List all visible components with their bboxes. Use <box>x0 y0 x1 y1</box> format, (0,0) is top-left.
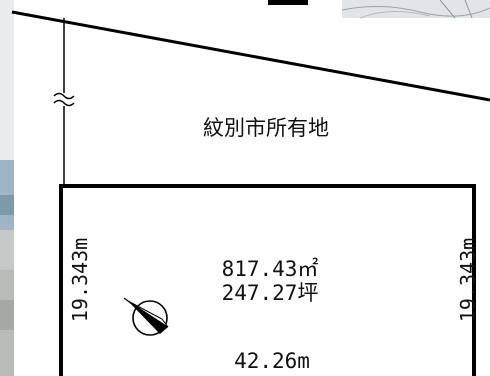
left-side-length: 19.343m <box>68 238 92 322</box>
top-right-photo-patch <box>341 0 490 19</box>
lot-boundary <box>59 184 476 376</box>
neighbor-label: 紋別市所有地 <box>203 116 329 140</box>
north-arrow-icon <box>123 297 169 336</box>
area-sqm: 817.43㎡ <box>222 257 319 281</box>
break-mark-icon <box>53 92 75 107</box>
left-photo-strip <box>0 0 14 376</box>
area-tsubo: 247.27坪 <box>222 281 319 305</box>
top-black-fragment <box>268 0 308 5</box>
upper-boundary-line <box>11 10 490 102</box>
bottom-side-length: 42.26m <box>234 349 310 373</box>
right-side-length: 19.343m <box>456 238 480 322</box>
